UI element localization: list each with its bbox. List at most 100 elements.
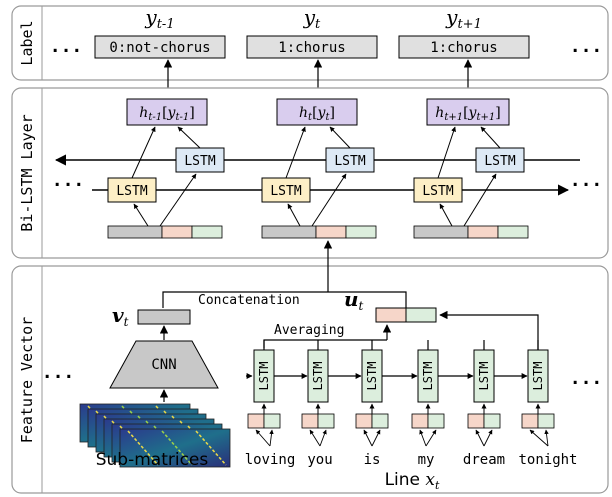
word-embedding-4-pink — [467, 413, 485, 429]
word-4: dream — [463, 452, 505, 468]
concat-vector-1-green — [345, 225, 377, 239]
cnn-label: CNN — [151, 357, 176, 373]
word-embedding-2-green — [371, 413, 389, 429]
word-2-arrow-a — [363, 429, 373, 447]
word-0: loving — [245, 452, 296, 468]
feature-ellipsis-right: ... — [570, 368, 603, 389]
word-2: is — [364, 452, 381, 468]
word-4-arrow-a — [475, 429, 485, 447]
word-embedding-2-pink — [355, 413, 373, 429]
backward-lstm-1 — [325, 147, 375, 173]
forward-lstm-2-label: LSTM — [422, 184, 453, 199]
word-embedding-3-pink — [411, 413, 429, 429]
feature-ellipsis-left: ... — [42, 362, 75, 383]
backward-lstm-1-label: LSTM — [334, 154, 365, 169]
backward-lstm-2-label: LSTM — [484, 154, 515, 169]
concat-vector-1-gray — [261, 225, 317, 239]
concat-vector-2-pink — [467, 225, 499, 239]
concatenation-lines — [162, 240, 407, 308]
word-3-arrow-b — [425, 429, 437, 447]
word-lstm-row: LSTM loving LSTM you LSTM is LSTM my LSTM dream LS… — [245, 340, 578, 468]
label-box-1-text: 1:chorus — [278, 40, 345, 56]
word-embedding-5-pink — [521, 413, 539, 429]
word-embedding-1-pink — [301, 413, 319, 429]
word-embedding-3-green — [427, 413, 445, 429]
concat-vector-0-green — [191, 225, 223, 239]
concat-vector-1-pink — [315, 225, 347, 239]
bilstm-section-border — [11, 87, 609, 259]
hidden-box-2-text: ht+1[yt+1] — [435, 105, 500, 123]
sub-matrix-5 — [119, 428, 231, 468]
word-lstm-5-label: LSTM — [531, 362, 545, 391]
concat-vector-2-gray — [413, 225, 469, 239]
forward-lstm-1-label: LSTM — [270, 184, 301, 199]
backward-lstm-2 — [475, 147, 525, 173]
word-1-arrow-b — [319, 429, 327, 447]
word-4-arrow-b — [483, 429, 493, 447]
cnn-block — [109, 340, 219, 389]
word-embedding-1-green — [317, 413, 335, 429]
word-embedding-0-green — [263, 413, 281, 429]
y-label-2: yt+1 — [445, 5, 482, 32]
word-3: my — [418, 452, 435, 468]
word-5-arrow-b — [544, 429, 549, 447]
bilstm-section-title: Bi-LSTM Layer — [18, 114, 36, 231]
forward-lstm-0-label: LSTM — [116, 184, 147, 199]
word-embedding-4-green — [483, 413, 501, 429]
hidden-box-1-text: ht[yt] — [299, 105, 335, 123]
word-lstm-0-label: LSTM — [257, 362, 271, 391]
concat-vector-0-gray — [107, 225, 163, 239]
label-section: Label ... ... yt-1 yt yt+1 0:not-chorus … — [11, 5, 609, 81]
u-label: ut — [344, 287, 364, 313]
hidden-box-0 — [126, 98, 208, 126]
hidden-box-1 — [276, 98, 358, 126]
bilstm-ellipsis-left: ... — [52, 170, 85, 191]
word-3-arrow-a — [419, 429, 427, 447]
label-box-2 — [398, 35, 530, 59]
word-0-arrow-b — [269, 429, 274, 447]
word-1: you — [307, 452, 332, 468]
concat-vector-2-green — [497, 225, 529, 239]
v-label: vt — [112, 303, 129, 329]
label-box-1 — [246, 35, 378, 59]
word-1-arrow-a — [309, 429, 321, 447]
hidden-box-2 — [426, 98, 510, 126]
label-box-0 — [94, 35, 226, 59]
u-vector-green — [405, 307, 437, 323]
bilstm-ellipsis-right: ... — [570, 170, 603, 191]
forward-lstm-1 — [261, 177, 311, 203]
word-lstm-3-label: LSTM — [421, 362, 435, 391]
concat-vector-0-pink — [161, 225, 193, 239]
word-5: tonight — [518, 452, 577, 468]
feature-section-title: Feature Vector — [18, 317, 36, 443]
bilstm-section: Bi-LSTM Layer ... ... ht-1[yt-1] LSTM LS… — [11, 87, 609, 259]
sub-matrices-stack — [79, 403, 231, 468]
line-label: Line xt — [385, 470, 440, 492]
word-lstm-1-label: LSTM — [311, 362, 325, 391]
word-2-arrow-b — [371, 429, 381, 447]
word-lstm-2-label: LSTM — [365, 362, 379, 391]
backward-lstm-0-label: LSTM — [184, 154, 215, 169]
word-lstm-4-label: LSTM — [477, 362, 491, 391]
label-section-title: Label — [18, 20, 36, 65]
submatrices-label: Sub-matrices — [96, 450, 209, 470]
label-ellipsis-right: ... — [570, 36, 603, 57]
word-5-arrow-a — [529, 429, 549, 447]
cnn-output-vector — [137, 309, 191, 325]
word-embedding-5-green — [537, 413, 555, 429]
label-box-2-text: 1:chorus — [430, 40, 497, 56]
label-ellipsis-left: ... — [50, 36, 83, 57]
feature-section: Feature Vector ... ... Concatenation vt … — [11, 240, 609, 494]
bilstm-column-2: ht+1[yt+1] LSTM LSTM — [413, 98, 529, 239]
y-label-1: yt — [303, 5, 321, 32]
y-label-0: yt-1 — [144, 5, 174, 32]
label-box-0-text: 0:not-chorus — [109, 40, 210, 56]
u-vector-pink — [375, 307, 407, 323]
concatenation-label: Concatenation — [198, 293, 300, 308]
hidden-box-0-text: ht-1[yt-1] — [139, 105, 194, 123]
bilstm-column-0: ht-1[yt-1] LSTM LSTM — [107, 98, 225, 239]
averaging-label: Averaging — [274, 323, 344, 338]
word-0-arrow-a — [255, 429, 271, 447]
word-embedding-0-pink — [247, 413, 265, 429]
